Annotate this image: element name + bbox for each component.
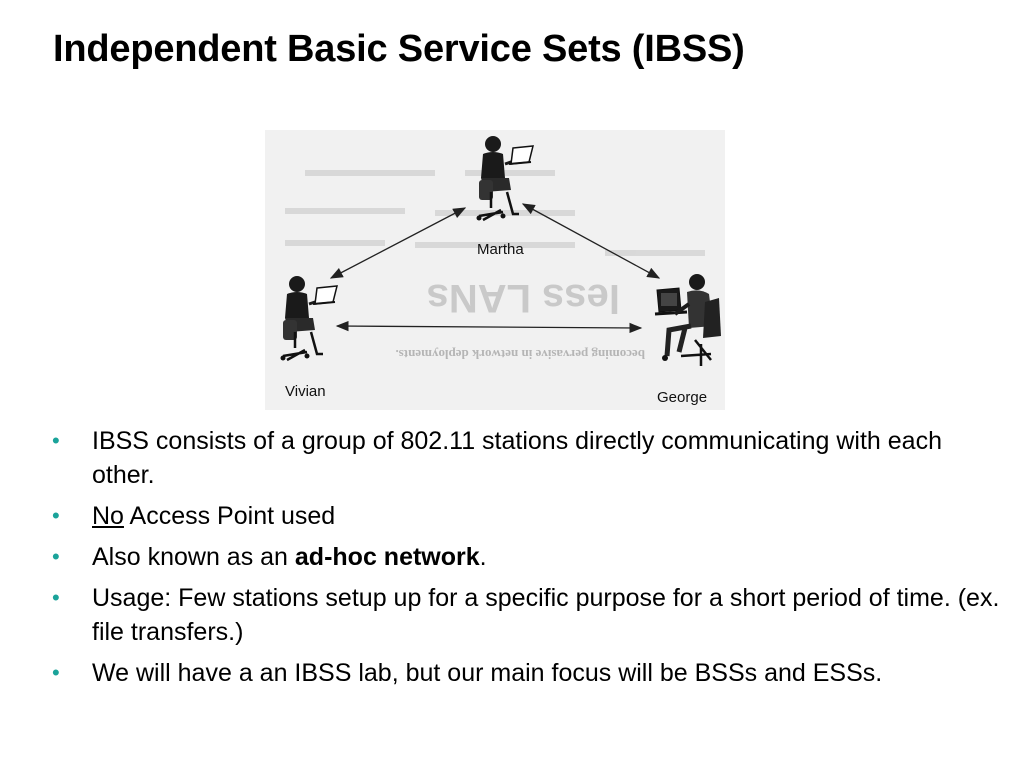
bullet-text-suffix: . — [479, 543, 487, 571]
slide-title: Independent Basic Service Sets (IBSS) — [53, 28, 745, 70]
label-vivian: Vivian — [285, 383, 326, 400]
background-heading-text: less LANs — [427, 276, 620, 320]
bullet-marker: • — [52, 544, 60, 569]
bullet-marker: • — [52, 585, 60, 610]
link-martha-george-arrow — [521, 203, 661, 279]
bullet-item: • IBSS consists of a group of 802.11 sta… — [52, 424, 1002, 492]
bullet-text: Access Point used — [123, 502, 336, 530]
bullet-item: • We will have a an IBSS lab, but our ma… — [52, 656, 1002, 690]
label-martha: Martha — [477, 241, 524, 258]
bullet-marker: • — [52, 503, 60, 528]
link-vivian-george-arrow — [335, 320, 643, 334]
station-martha-icon — [476, 136, 534, 222]
ibss-diagram: less LANs becoming pervasive in network … — [265, 130, 725, 410]
bullet-item: • No Access Point used — [52, 499, 1002, 533]
station-vivian-icon — [280, 276, 338, 362]
link-martha-vivian-arrow — [329, 207, 467, 279]
bullet-marker: • — [52, 428, 60, 453]
background-body-text: becoming pervasive in network deployment… — [395, 347, 645, 362]
label-george: George — [657, 389, 707, 406]
bullet-marker: • — [52, 660, 60, 685]
bullet-text: IBSS consists of a group of 802.11 stati… — [92, 427, 942, 489]
bullet-text: Usage: Few stations setup up for a speci… — [92, 584, 1000, 646]
bullet-bold-text: ad-hoc network — [294, 543, 480, 571]
bullet-item: • Also known as an ad-hoc network. — [52, 540, 1002, 574]
bullet-list: • IBSS consists of a group of 802.11 sta… — [52, 424, 1002, 697]
bullet-item: • Usage: Few stations setup up for a spe… — [52, 581, 1002, 649]
bullet-text: We will have a an IBSS lab, but our main… — [92, 659, 883, 687]
bullet-text: Also known as an — [92, 543, 295, 571]
station-george-icon — [654, 274, 721, 366]
ibss-figure: less LANs becoming pervasive in network … — [265, 130, 725, 410]
bullet-underlined-text: No — [92, 502, 124, 530]
